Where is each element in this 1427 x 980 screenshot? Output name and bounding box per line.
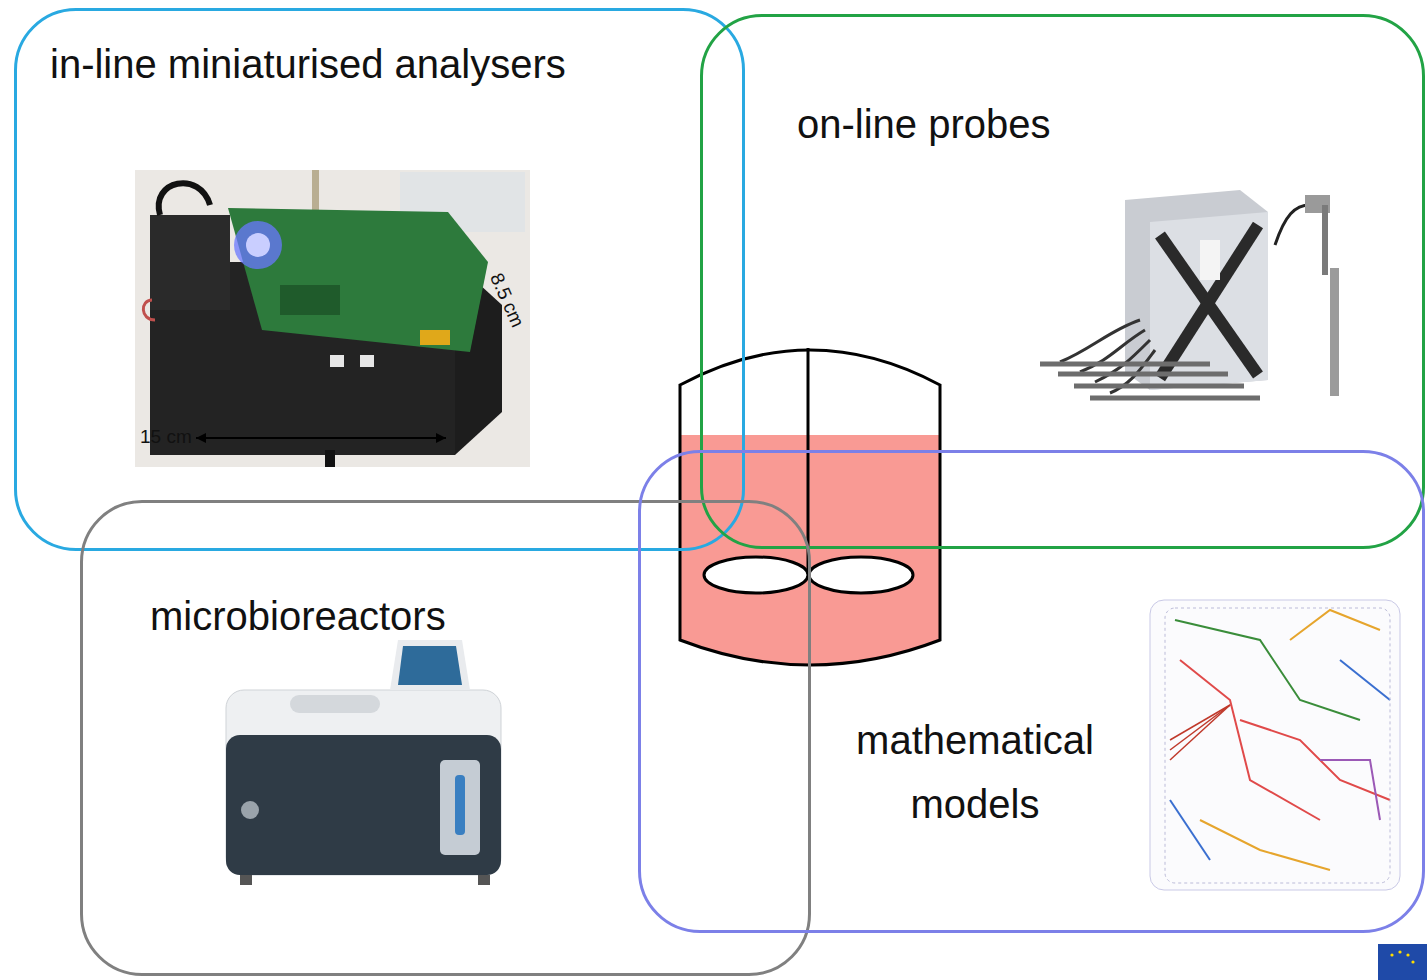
analyser-photo (135, 170, 530, 467)
network-image (1150, 600, 1400, 890)
dimension-label: 15 cm (140, 427, 192, 448)
eu-flag (1378, 944, 1427, 980)
dimension-label: 8.5 cm (485, 270, 527, 331)
microbioreactor-photo (226, 640, 501, 885)
region-box: on-line probes (700, 14, 1425, 549)
region-box: microbioreactors (80, 500, 811, 976)
probe-photo (1040, 190, 1339, 398)
region-title: on-line probes (797, 100, 1051, 148)
region-title: mathematical models (820, 708, 1130, 836)
region-box: in-line miniaturised analysers (14, 8, 745, 551)
region-title: microbioreactors (150, 592, 446, 640)
region-box: mathematical models (638, 450, 1425, 933)
region-title: in-line miniaturised analysers (50, 40, 566, 88)
